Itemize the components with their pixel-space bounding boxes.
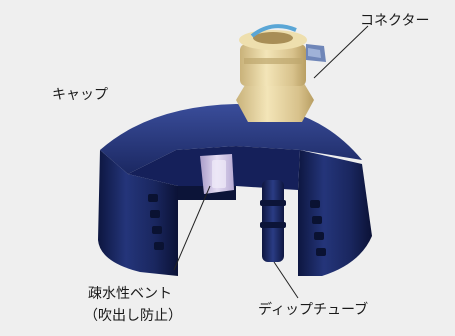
label-vent-line2: （吹出し防止）: [84, 308, 182, 324]
leader-lines: [173, 25, 369, 299]
label-cap: キャップ: [52, 87, 108, 103]
label-dip-tube: ディップチューブ: [258, 302, 369, 318]
vent-leader-line: [173, 185, 211, 271]
dip-tube-illustration: [260, 180, 286, 262]
label-vent-line1: 疎水性ベント: [88, 286, 172, 302]
label-connector: コネクター: [360, 13, 430, 29]
cap-body: [98, 104, 372, 276]
connector-leader-line: [313, 25, 369, 79]
connector-illustration: [236, 24, 326, 122]
vent-illustration: [200, 154, 234, 194]
dip-tube-leader-line: [273, 261, 299, 299]
